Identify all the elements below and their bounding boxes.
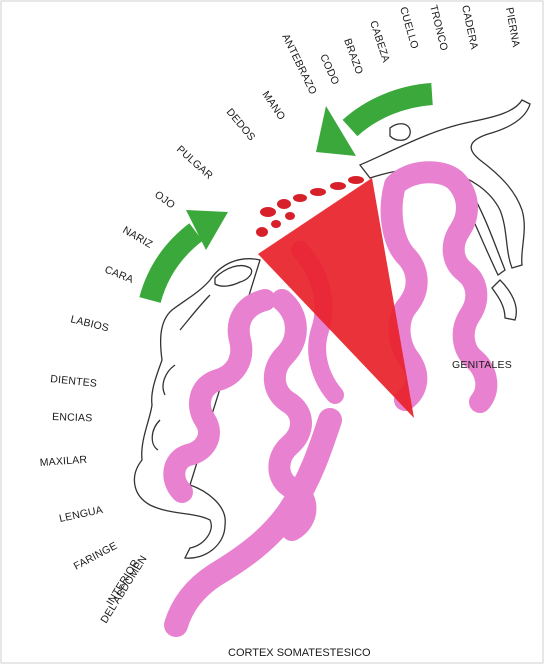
label-pulgar: PULGAR <box>174 143 215 182</box>
label-cara: CARA <box>103 264 135 286</box>
label-cabeza: CABEZA <box>367 19 392 64</box>
label-dientes: DIENTES <box>50 373 98 390</box>
label-pierna: PIERNA <box>503 6 522 48</box>
label-nariz: NARIZ <box>121 224 155 251</box>
label-faringe: FARINGE <box>72 540 120 573</box>
label-genitales: GENITALES <box>452 359 512 371</box>
label-maxilar: MAXILAR <box>39 454 87 469</box>
label-labios: LABIOS <box>69 313 110 334</box>
label-del-abdomen: DEL ABDOMEN <box>98 553 149 625</box>
label-encias: ENCIAS <box>52 411 93 424</box>
label-cuello: CUELLO <box>397 6 420 51</box>
label-lengua: LENGUA <box>58 504 104 525</box>
label-mano: MANO <box>260 89 288 122</box>
diagram-caption: CORTEX SOMATESTESICO <box>228 647 371 659</box>
label-brazo: BRAZO <box>341 37 365 76</box>
label-tronco: TRONCO <box>427 4 450 52</box>
label-antebrazo: ANTEBRAZO <box>279 32 319 97</box>
label-ojo: OJO <box>152 189 177 212</box>
label-cadera: CADERA <box>459 4 480 50</box>
label-dedos: DEDOS <box>224 106 258 143</box>
label-codo: CODO <box>317 52 341 86</box>
